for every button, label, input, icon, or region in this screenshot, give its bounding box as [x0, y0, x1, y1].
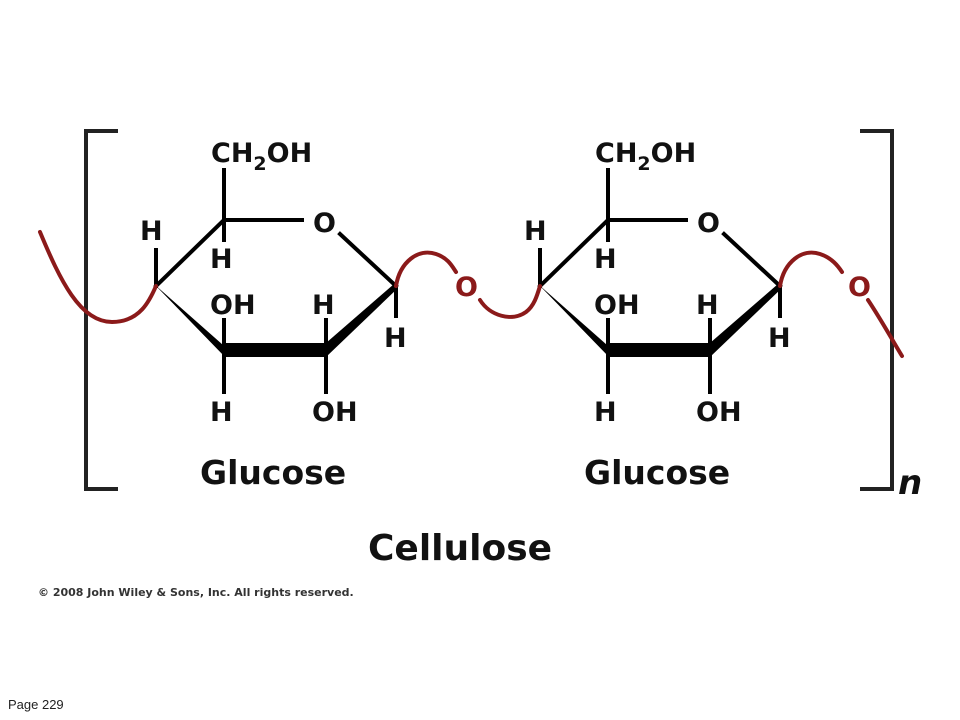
wedge-bond-c3-c2: [607, 343, 710, 357]
ring-bond-c4-c5: [537, 217, 611, 289]
wedge-bond-c2-c1: [710, 284, 782, 357]
c3-h-label: H: [594, 397, 617, 428]
c1-h-label: H: [768, 323, 791, 354]
wedge-bond-c2-c1: [326, 284, 398, 357]
left-bracket: [84, 129, 118, 491]
linkage-left-chain: [38, 230, 158, 325]
ring-oxygen-label: O: [697, 208, 720, 239]
glycosidic-oxygen-middle: O: [455, 272, 478, 303]
linkage-ring1-to-o: [394, 250, 458, 288]
c3-oh-label: OH: [210, 290, 256, 321]
ring-bond-c4-c5: [153, 217, 227, 289]
c4-h-label: H: [524, 216, 547, 247]
glucose-unit-2: CH2OH O H H OH H H H OH Glucose: [524, 138, 791, 492]
glucose-unit-1: CH2OH O H H OH H H H OH Glucose: [140, 138, 407, 492]
ring-oxygen-label: O: [313, 208, 336, 239]
copyright-notice: © 2008 John Wiley & Sons, Inc. All right…: [38, 586, 354, 599]
c3-h-label: H: [210, 397, 233, 428]
glucose-label: Glucose: [584, 453, 730, 492]
wedge-bond-c3-c2: [223, 343, 326, 357]
linkage-ring2-to-o: [778, 250, 844, 288]
page-number: Page 229: [8, 697, 64, 712]
repeat-index-n: n: [898, 463, 922, 503]
ring-bond-o-c1: [721, 231, 783, 289]
c2-h-label: H: [696, 290, 719, 321]
c1-h-label: H: [384, 323, 407, 354]
right-bracket: [860, 129, 894, 491]
c5-h-label: H: [594, 244, 617, 275]
c2-h-label: H: [312, 290, 335, 321]
c4-h-label: H: [140, 216, 163, 247]
ch2oh-label: CH2OH: [211, 138, 312, 175]
cellulose-title: Cellulose: [368, 528, 552, 569]
c5-h-label: H: [210, 244, 233, 275]
glycosidic-oxygen-end: O: [848, 272, 871, 303]
linkage-o-to-ring2: [478, 284, 542, 319]
linkage-right-chain: [866, 298, 904, 358]
glucose-label: Glucose: [200, 453, 346, 492]
c2-oh-label: OH: [696, 397, 742, 428]
ch2oh-label: CH2OH: [595, 138, 696, 175]
ring-bond-o-c1: [337, 231, 399, 289]
c2-oh-label: OH: [312, 397, 358, 428]
c3-oh-label: OH: [594, 290, 640, 321]
